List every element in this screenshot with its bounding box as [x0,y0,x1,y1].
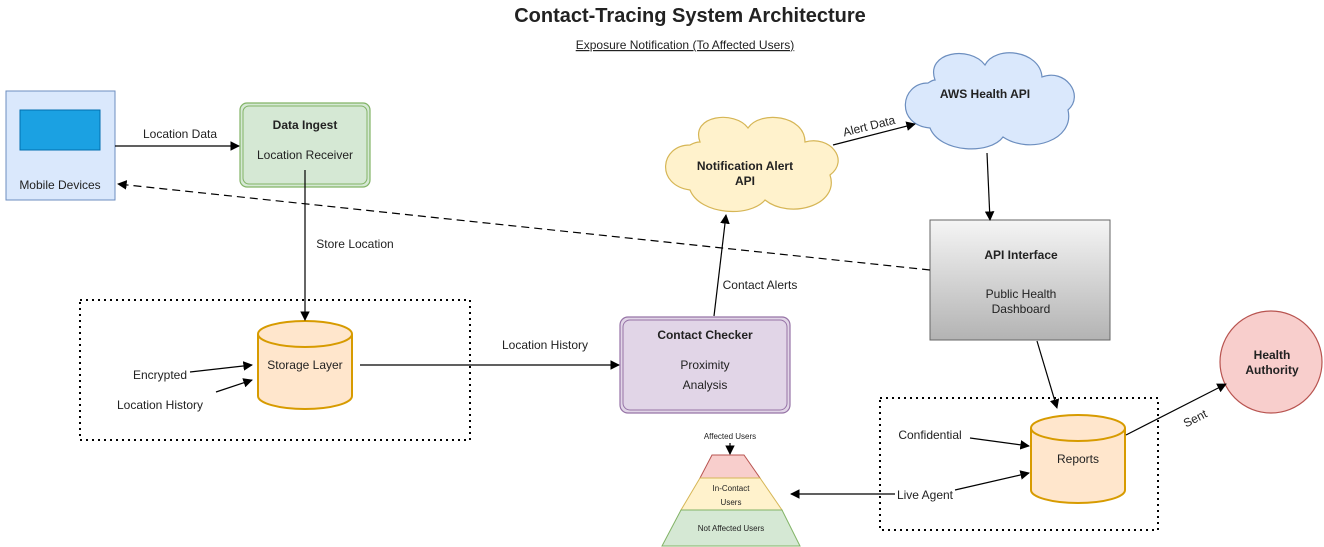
edge-label-location-data: Location Data [143,127,217,141]
edge-label-confidential: Confidential [898,428,961,442]
affected-users-pyramid: Affected Users In-Contact Users Not Affe… [661,432,801,547]
api-interface-node[interactable]: API Interface Public Health Dashboard [929,219,1111,341]
aws-health-api-label: AWS Health API [940,87,1030,101]
pyramid-middle-line1: In-Contact [713,484,751,493]
health-authority-line1: Health [1254,348,1291,362]
notification-alert-api-line2: API [735,174,755,188]
pyramid-top-label: Affected Users [704,432,756,441]
edge-label-encrypted: Encrypted [133,368,187,382]
api-interface-line1: Public Health [986,287,1057,301]
edge-contact-alerts [713,214,730,317]
edge-label-location-history-note: Location History [117,398,203,412]
storage-layer-node[interactable]: Storage Layer [257,320,353,410]
pyramid-top-tier [699,454,761,479]
edge-encrypted [189,361,253,373]
edge-label-contact-alerts: Contact Alerts [723,278,798,292]
edge-label-location-history: Location History [502,338,588,352]
contact-checker-node[interactable]: Contact Checker Proximity Analysis [619,316,791,414]
contact-checker-line1: Proximity [680,358,729,372]
data-ingest-title: Data Ingest [273,118,338,132]
edge-live-agent-to-reports [954,470,1030,491]
health-authority-node[interactable]: Health Authority [1219,310,1323,414]
phone-screen-icon [19,109,101,151]
reports-group-box [879,397,1159,531]
notification-alert-api-line1: Notification Alert [697,159,793,173]
edge-label-store-location: Store Location [316,237,393,251]
api-interface-title: API Interface [984,248,1058,262]
edge-label-sent: Sent [1181,406,1210,430]
reports-node[interactable]: Reports [1030,414,1126,504]
edges [115,121,1227,499]
pyramid-middle-line2: Users [721,498,742,507]
health-authority-line2: Authority [1245,363,1299,377]
storage-group-box [79,299,471,441]
edge-alert-data [832,121,916,146]
contact-checker-line2: Analysis [683,378,728,392]
contact-checker-title: Contact Checker [657,328,753,342]
edge-sent [1125,383,1227,436]
edge-label-live-agent: Live Agent [897,488,954,502]
edge-aws-to-api [984,152,995,221]
pyramid-bottom-tier [661,509,801,547]
mobile-devices-label: Mobile Devices [19,178,100,192]
notification-alert-api-node[interactable]: Notification Alert API [665,116,839,213]
aws-health-api-node[interactable]: AWS Health API [904,52,1075,150]
edge-api-to-reports [1036,340,1060,409]
storage-layer-label: Storage Layer [267,358,342,372]
mobile-devices-node[interactable]: Mobile Devices [5,90,116,201]
data-ingest-node[interactable]: Data Ingest Location Receiver [239,102,371,188]
edge-location-history-note [215,378,253,393]
edge-confidential [969,437,1030,450]
page-title: Contact-Tracing System Architecture [514,5,866,27]
pyramid-bottom-label: Not Affected Users [698,524,765,533]
data-ingest-subtitle: Location Receiver [257,148,353,162]
diagram-subtitle: Exposure Notification (To Affected Users… [576,38,795,52]
edge-exposure-notification [117,180,931,271]
reports-label: Reports [1057,452,1099,466]
api-interface-line2: Dashboard [992,302,1051,316]
